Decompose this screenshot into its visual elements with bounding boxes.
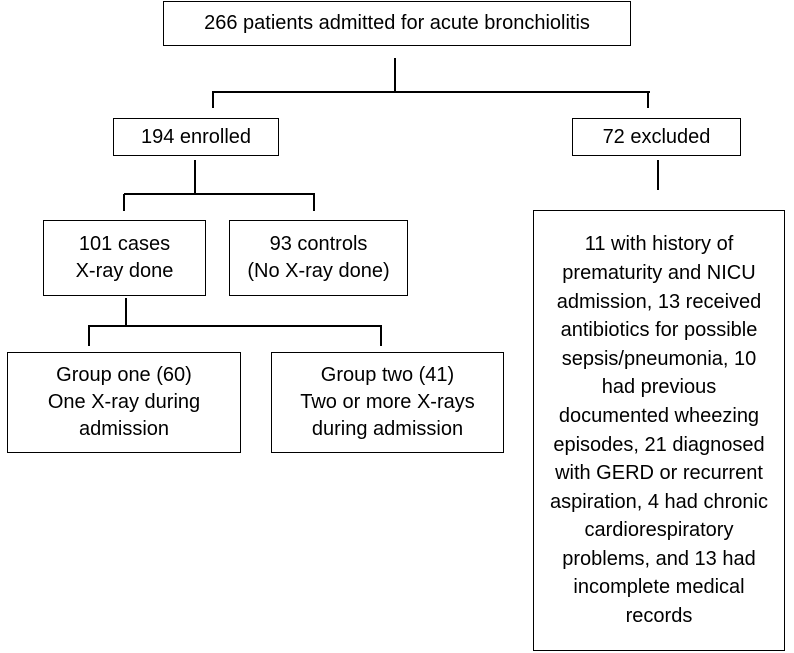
node-group-one: Group one (60) One X-ray during admissio… xyxy=(7,352,241,453)
node-total-admitted-text: 266 patients admitted for acute bronchio… xyxy=(204,12,590,34)
node-cases-text: 101 cases X-ray done xyxy=(75,233,174,282)
node-excluded: 72 excluded xyxy=(572,118,741,156)
node-exclusion-reasons-text: 11 with history of prematurity and NICU … xyxy=(550,233,768,628)
node-enrolled-text: 194 enrolled xyxy=(140,125,252,148)
node-group-two-text: Group two (41) Two or more X-rays during… xyxy=(300,364,475,440)
node-total-admitted: 266 patients admitted for acute bronchio… xyxy=(163,1,631,46)
node-group-one-text: Group one (60) One X-ray during admissio… xyxy=(47,364,201,440)
node-controls: 93 controls (No X-ray done) xyxy=(229,220,408,296)
node-cases: 101 cases X-ray done xyxy=(43,220,206,296)
node-enrolled: 194 enrolled xyxy=(113,118,279,156)
node-group-two: Group two (41) Two or more X-rays during… xyxy=(271,352,504,453)
node-excluded-text: 72 excluded xyxy=(602,125,711,148)
node-exclusion-reasons: 11 with history of prematurity and NICU … xyxy=(533,210,785,651)
node-controls-text: 93 controls (No X-ray done) xyxy=(247,233,390,282)
